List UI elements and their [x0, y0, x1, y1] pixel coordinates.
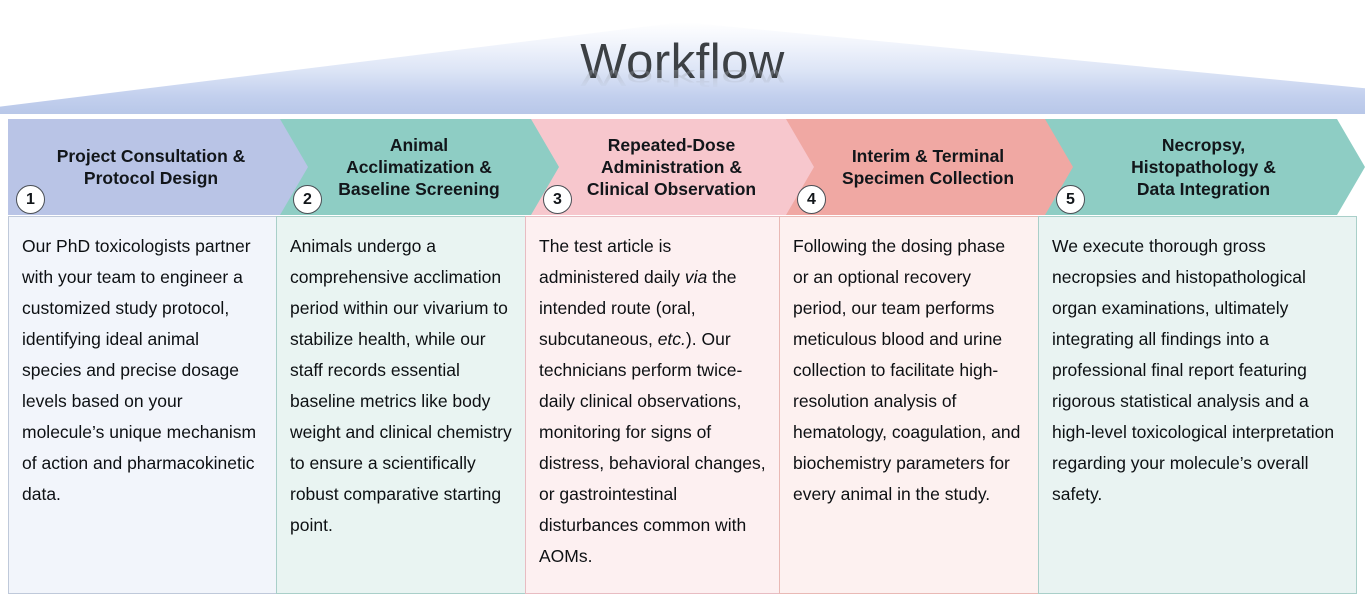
workflow-step-text-1: Our PhD toxicologists partner with your … — [22, 236, 257, 504]
workflow-step-body-2: Animals undergo a comprehensive acclimat… — [276, 216, 525, 594]
chevron-shape-4 — [781, 119, 1073, 215]
chevron-shape-1 — [8, 119, 308, 215]
workflow-step-title-4: Interim & Terminal Specimen Collection — [841, 145, 1015, 188]
workflow-step-header-row: Project Consultation & Protocol Design 1… — [0, 119, 1365, 215]
workflow-description-row: Our PhD toxicologists partner with your … — [8, 216, 1357, 594]
step-number-badge-3: 3 — [543, 185, 572, 214]
workflow-step-text-5: We execute thorough gross necropsies and… — [1052, 236, 1335, 504]
workflow-step-title-1: Project Consultation & Protocol Design — [56, 145, 246, 188]
workflow-step-header-3[interactable]: Repeated-Dose Administration & Clinical … — [527, 119, 814, 215]
chevron-shape-3 — [527, 119, 814, 215]
step-number-badge-2: 2 — [293, 185, 322, 214]
workflow-step-header-1[interactable]: Project Consultation & Protocol Design — [8, 119, 308, 215]
workflow-step-body-4: Following the dosing phase or an optiona… — [779, 216, 1038, 594]
workflow-step-title-3: Repeated-Dose Administration & Clinical … — [586, 134, 757, 200]
workflow-step-header-2[interactable]: Animal Acclimatization & Baseline Screen… — [277, 119, 559, 215]
page-title-reflection: Workflow — [580, 64, 785, 91]
step-number-badge-4: 4 — [797, 185, 826, 214]
workflow-step-title-2: Animal Acclimatization & Baseline Screen… — [338, 134, 500, 200]
workflow-step-text-4: Following the dosing phase or an optiona… — [793, 236, 1021, 504]
workflow-step-text-3: The test article is administered daily v… — [539, 236, 766, 566]
workflow-step-body-1: Our PhD toxicologists partner with your … — [8, 216, 276, 594]
workflow-step-body-3: The test article is administered daily v… — [525, 216, 779, 594]
page-title: Workflow — [580, 35, 785, 89]
step-number-badge-5: 5 — [1056, 185, 1085, 214]
banner-title-block: Workflow Workflow — [0, 38, 1365, 138]
workflow-step-header-4[interactable]: Interim & Terminal Specimen Collection — [781, 119, 1073, 215]
workflow-step-body-5: We execute thorough gross necropsies and… — [1038, 216, 1357, 594]
workflow-step-title-5: Necropsy, Histopathology & Data Integrat… — [1131, 134, 1276, 200]
workflow-step-text-2: Animals undergo a comprehensive acclimat… — [290, 236, 512, 535]
chevron-shape-2 — [277, 119, 559, 215]
step-number-badge-1: 1 — [16, 185, 45, 214]
workflow-banner: Workflow Workflow — [0, 22, 1365, 114]
chevron-shape-5 — [1040, 119, 1365, 215]
workflow-step-header-5[interactable]: Necropsy, Histopathology & Data Integrat… — [1040, 119, 1365, 215]
